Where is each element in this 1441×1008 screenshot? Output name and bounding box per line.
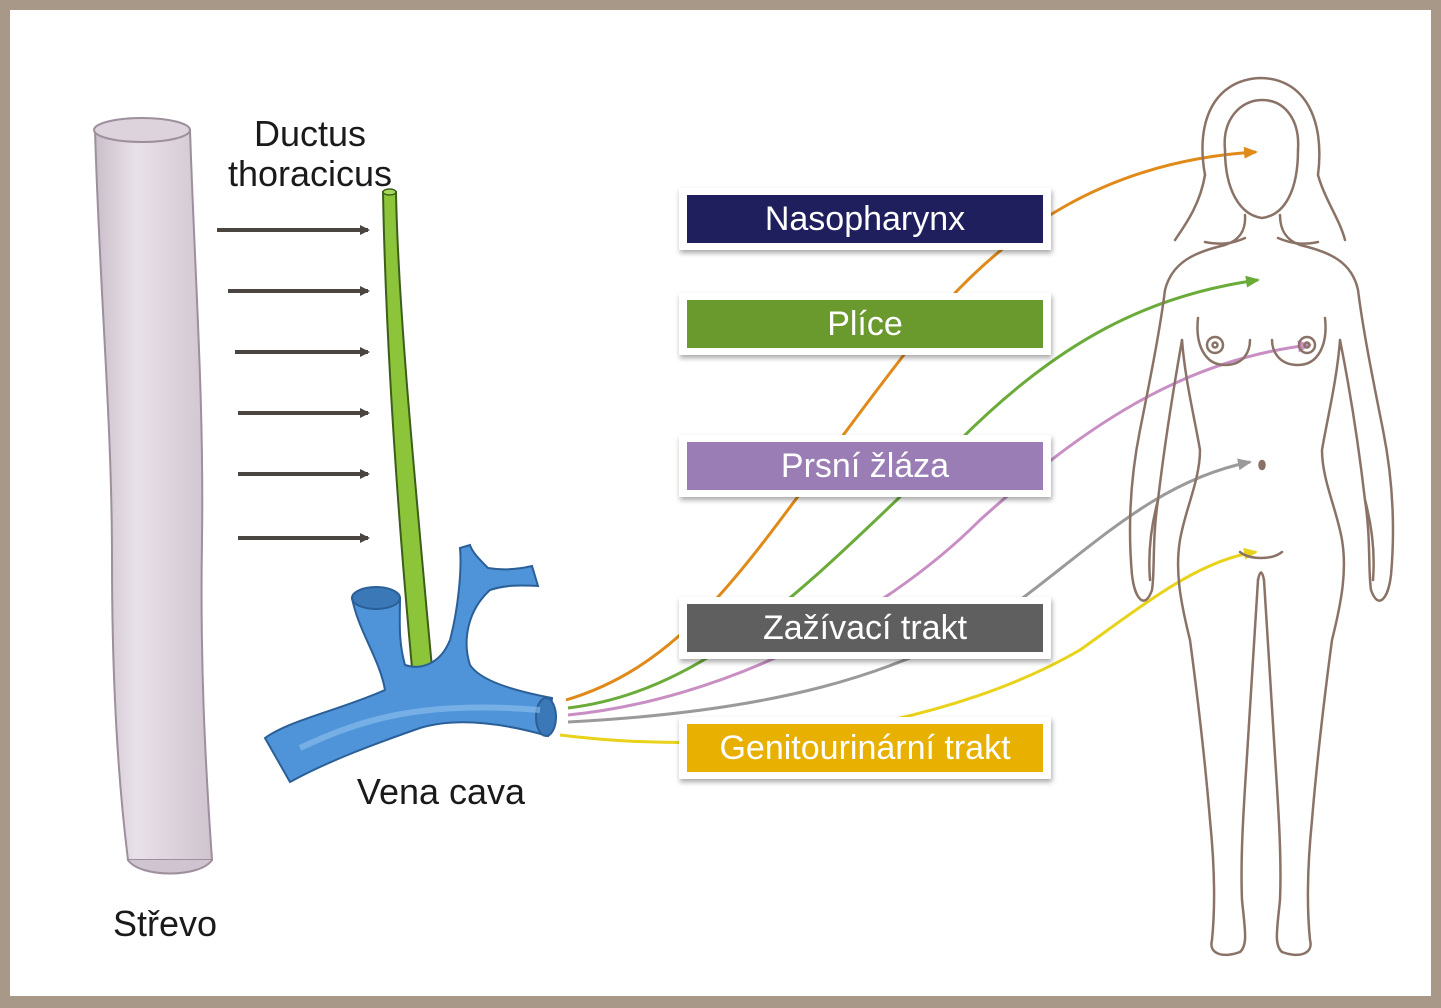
left-leg [1178,340,1258,955]
box-lungs: Plíce [679,293,1051,355]
path-digestive-tract [568,462,1250,722]
navel [1260,461,1265,469]
vena-cava-label: Vena cava [326,772,556,812]
box-digestive-tract-fill: Zažívací trakt [687,604,1043,652]
body-outline [1130,78,1393,955]
left-side [1130,215,1245,601]
right-side [1280,215,1393,601]
diagram-canvas: Ductus thoracicus Vena cava Střevo Nasop… [10,10,1431,996]
right-leg [1264,340,1344,955]
path-mammary-gland [568,345,1310,715]
lymph-flow-arrows [217,230,368,538]
left-breast [1197,318,1250,365]
ductus-label-line2: thoracicus [190,154,430,194]
box-digestive-tract: Zažívací trakt [679,597,1051,659]
box-nasopharynx-label: Nasopharynx [765,200,965,239]
strevo-label: Střevo [80,904,250,944]
box-nasopharynx: Nasopharynx [679,188,1051,250]
box-mammary-gland: Prsní žláza [679,435,1051,497]
box-lungs-label: Plíce [827,305,903,344]
box-mammary-gland-label: Prsní žláza [781,447,949,486]
box-digestive-tract-label: Zažívací trakt [763,609,967,648]
box-lungs-fill: Plíce [687,300,1043,348]
ductus-label-line1: Ductus [190,114,430,154]
intestine-tube [94,118,212,874]
box-mammary-gland-fill: Prsní žláza [687,442,1043,490]
box-genitourinary-tract: Genitourinární trakt [679,717,1051,779]
box-nasopharynx-fill: Nasopharynx [687,195,1043,243]
box-genitourinary-tract-label: Genitourinární trakt [719,729,1010,768]
ductus-thoracicus-label: Ductus thoracicus [190,114,430,194]
box-genitourinary-tract-fill: Genitourinární trakt [687,724,1043,772]
